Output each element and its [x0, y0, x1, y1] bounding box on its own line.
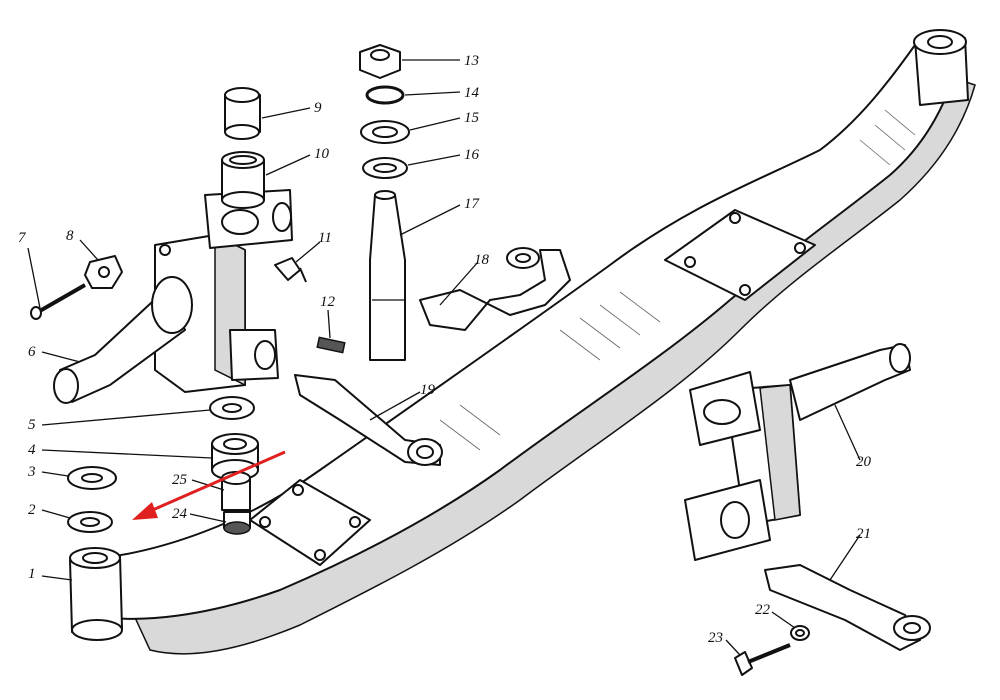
- part-10-bushing: [221, 151, 265, 209]
- part-1-beam-boss: [69, 547, 123, 641]
- part-8-castle-nut: [84, 255, 123, 289]
- part-22-washer: [790, 625, 810, 641]
- part-19-tie-rod-arm: [294, 374, 443, 466]
- label-6: 6: [28, 344, 36, 360]
- label-22: 22: [755, 602, 771, 618]
- label-7: 7: [18, 230, 27, 246]
- label-18: 18: [474, 252, 490, 268]
- axle-beam: [79, 29, 976, 655]
- part-20-steering-knuckle: [684, 343, 911, 561]
- part-24-bushing: [223, 511, 251, 535]
- label-8: 8: [66, 228, 74, 244]
- label-12: 12: [320, 294, 336, 310]
- part-17-king-pin: [369, 190, 406, 361]
- label-2: 2: [28, 502, 36, 518]
- label-21: 21: [856, 526, 871, 542]
- label-5: 5: [28, 417, 36, 433]
- part-number-labels: 1 2 3 4 5 6 7 8 9 10 11 12 13 14 15 16 1…: [18, 53, 872, 646]
- label-1: 1: [28, 566, 36, 582]
- part-5-washer: [209, 396, 255, 420]
- beam-hatching: [439, 109, 916, 451]
- label-17: 17: [464, 196, 481, 212]
- label-19: 19: [420, 382, 436, 398]
- part-15-washer: [360, 120, 410, 144]
- label-25: 25: [172, 472, 188, 488]
- part-6-steering-knuckle: [53, 189, 293, 404]
- right-spring-pad: [664, 209, 816, 301]
- label-15: 15: [464, 110, 480, 126]
- label-14: 14: [464, 85, 480, 101]
- label-11: 11: [318, 230, 332, 246]
- label-20: 20: [856, 454, 872, 470]
- label-9: 9: [314, 100, 322, 116]
- part-12-key: [316, 336, 346, 354]
- part-23-bolt: [734, 643, 791, 676]
- part-16-washer: [362, 157, 408, 179]
- part-18-steering-arm: [419, 247, 571, 331]
- label-3: 3: [27, 464, 36, 480]
- part-2-washer: [67, 511, 113, 533]
- label-10: 10: [314, 146, 330, 162]
- label-4: 4: [28, 442, 36, 458]
- part-9-bushing: [224, 87, 261, 140]
- label-23: 23: [708, 630, 723, 646]
- label-13: 13: [464, 53, 479, 69]
- part-7-bolt: [30, 283, 86, 320]
- part-25-bushing: [221, 471, 251, 511]
- label-24: 24: [172, 506, 188, 522]
- part-21-tie-rod-arm: [764, 564, 931, 651]
- part-14-lock-ring: [365, 85, 405, 105]
- label-16: 16: [464, 147, 480, 163]
- part-13-nut: [359, 44, 401, 79]
- left-spring-pad: [249, 479, 371, 566]
- red-pointer-arrow: [132, 450, 286, 520]
- part-3-washer: [67, 466, 117, 490]
- part-11-grease-fitting: [274, 257, 307, 283]
